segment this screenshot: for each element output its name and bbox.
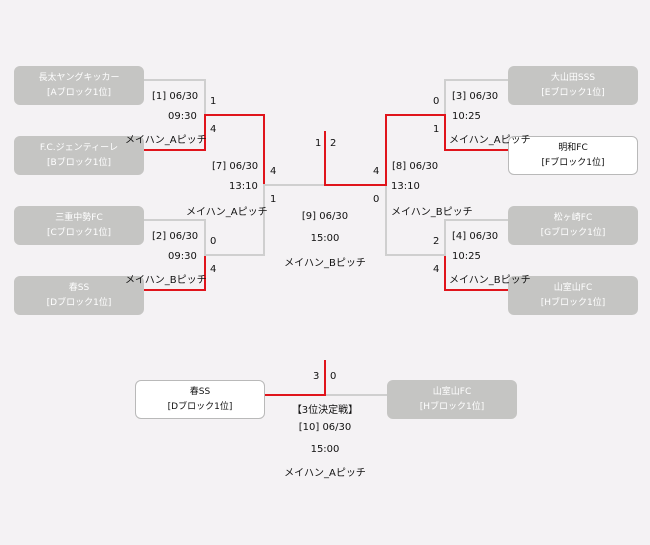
match2-score-top: 0: [210, 236, 217, 247]
team-box-h: 山室山FC [Hブロック1位]: [508, 276, 638, 315]
team-name: 山室山FC: [553, 282, 593, 293]
team-block: [Gブロック1位]: [540, 227, 606, 238]
third-place-team-d: 春SS [Dブロック1位]: [135, 380, 265, 419]
team-name: 山室山FC: [432, 386, 472, 397]
winner-line: [263, 114, 265, 186]
match7-id: [7] 06/30: [212, 161, 259, 172]
winner-line: [444, 289, 508, 291]
team-name: 春SS: [68, 282, 90, 293]
match8-score-bottom: 0: [373, 194, 380, 205]
match3-id: [3] 06/30: [452, 91, 499, 102]
team-box-f: 明和FC [Fブロック1位]: [508, 136, 638, 175]
winner-line: [144, 289, 206, 291]
third-id: [10] 06/30: [298, 422, 352, 433]
team-block: [Hブロック1位]: [540, 297, 606, 308]
match4-venue: メイハン_Bピッチ: [449, 275, 531, 286]
team-box-a: 長太ヤングキッカー [Aブロック1位]: [14, 66, 144, 105]
winner-line: [204, 254, 206, 291]
match4-score-top: 2: [433, 236, 440, 247]
team-name: 大山田SSS: [550, 72, 596, 83]
bracket-line: [144, 79, 206, 81]
match4-score-bottom: 4: [433, 264, 440, 275]
team-box-g: 松ヶ崎FC [Gブロック1位]: [508, 206, 638, 245]
match4-id: [4] 06/30: [452, 231, 499, 242]
final-score-left: 1: [315, 138, 322, 149]
match2-venue: メイハン_Bピッチ: [125, 275, 207, 286]
third-score-left: 3: [313, 371, 320, 382]
final-venue: メイハン_Bピッチ: [284, 258, 366, 269]
match3-score-bottom: 1: [433, 124, 440, 135]
match1-id: [1] 06/30: [152, 91, 199, 102]
final-winner-line: [324, 131, 326, 186]
winner-line: [444, 114, 446, 151]
match3-venue: メイハン_Aピッチ: [449, 135, 531, 146]
team-box-c: 三重中勢FC [Cブロック1位]: [14, 206, 144, 245]
match2-id: [2] 06/30: [152, 231, 199, 242]
match8-id: [8] 06/30: [392, 161, 439, 172]
bracket-line: [444, 79, 508, 81]
winner-line: [444, 254, 446, 291]
winner-line: [324, 184, 387, 186]
team-block: [Dブロック1位]: [46, 297, 112, 308]
match1-score-top: 1: [210, 96, 217, 107]
third-place-team-h: 山室山FC [Hブロック1位]: [387, 380, 517, 419]
third-venue: メイハン_Aピッチ: [284, 468, 366, 479]
match3-score-top: 0: [433, 96, 440, 107]
team-block: [Eブロック1位]: [541, 87, 605, 98]
bracket-line: [444, 219, 508, 221]
match8-venue: メイハン_Bピッチ: [391, 207, 473, 218]
final-time: 15:00: [310, 233, 340, 244]
team-name: 春SS: [189, 386, 211, 397]
third-score-right: 0: [330, 371, 337, 382]
winner-line: [324, 360, 326, 396]
winner-line: [385, 114, 387, 186]
team-block: [Hブロック1位]: [419, 401, 485, 412]
match7-score-bottom: 1: [270, 194, 277, 205]
match1-score-bottom: 4: [210, 124, 217, 135]
final-id: [9] 06/30: [301, 211, 349, 222]
match8-score-top: 4: [373, 166, 380, 177]
match7-venue: メイハン_Aピッチ: [186, 207, 268, 218]
winner-line: [385, 114, 446, 116]
match1-venue: メイハン_Aピッチ: [125, 135, 207, 146]
team-box-d: 春SS [Dブロック1位]: [14, 276, 144, 315]
match3-time: 10:25: [452, 111, 481, 122]
match2-score-bottom: 4: [210, 264, 217, 275]
team-block: [Dブロック1位]: [167, 401, 233, 412]
match7-time: 13:10: [229, 181, 258, 192]
bracket-line: [385, 254, 446, 256]
winner-line: [265, 394, 326, 396]
bracket-line: [263, 184, 324, 186]
team-block: [Fブロック1位]: [541, 157, 605, 168]
team-name: F.C.ジェンティーレ: [39, 142, 119, 153]
team-name: 長太ヤングキッカー: [38, 72, 120, 83]
bracket-line: [385, 184, 387, 256]
team-box-b: F.C.ジェンティーレ [Bブロック1位]: [14, 136, 144, 175]
bracket-line: [263, 184, 265, 256]
winner-line: [444, 149, 508, 151]
team-block: [Cブロック1位]: [46, 227, 112, 238]
bracket-line: [144, 219, 206, 221]
team-name: 明和FC: [558, 142, 588, 153]
team-box-e: 大山田SSS [Eブロック1位]: [508, 66, 638, 105]
winner-line: [144, 149, 206, 151]
match4-time: 10:25: [452, 251, 481, 262]
team-block: [Aブロック1位]: [47, 87, 111, 98]
bracket-line: [326, 394, 387, 396]
winner-line: [204, 114, 206, 151]
match8-time: 13:10: [391, 181, 420, 192]
bracket-line: [204, 254, 265, 256]
team-name: 三重中勢FC: [55, 212, 103, 223]
match7-score-top: 4: [270, 166, 277, 177]
third-place-title: 【3位決定戦】: [291, 405, 359, 416]
match1-time: 09:30: [168, 111, 197, 122]
team-block: [Bブロック1位]: [47, 157, 111, 168]
team-name: 松ヶ崎FC: [553, 212, 593, 223]
match2-time: 09:30: [168, 251, 197, 262]
final-score-right: 2: [330, 138, 337, 149]
third-time: 15:00: [310, 444, 340, 455]
winner-line: [204, 114, 265, 116]
